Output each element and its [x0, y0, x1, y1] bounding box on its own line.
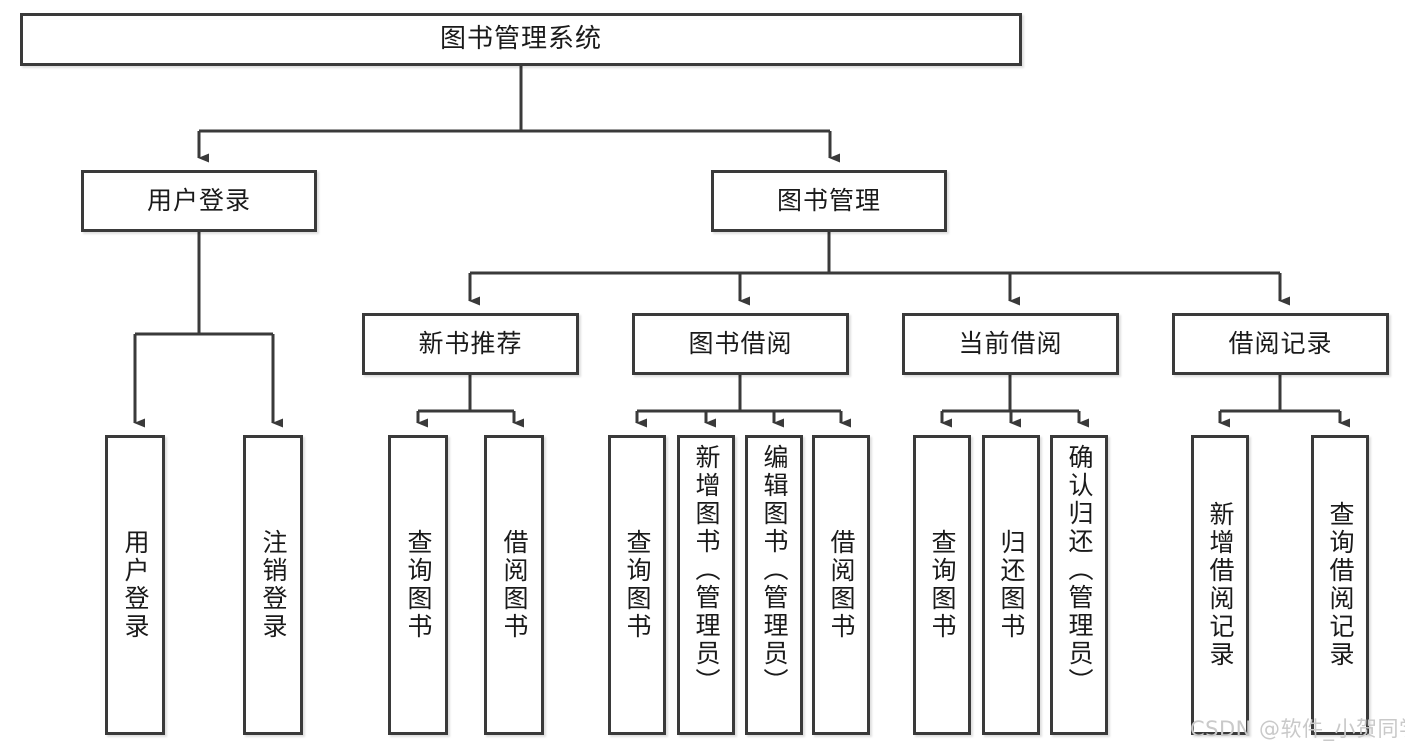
- leaf-query-book-borrow[interactable]: 查询图书: [608, 435, 666, 735]
- leaf-label: 查询图书: [404, 529, 433, 641]
- leaf-label: 归还图书: [997, 529, 1026, 641]
- node-new-book-recommend-label: 新书推荐: [418, 329, 523, 359]
- leaf-label: 编辑图书（管理员）: [760, 444, 789, 696]
- leaf-borrow-book-recommend[interactable]: 借阅图书: [484, 435, 544, 735]
- node-book-borrow[interactable]: 图书借阅: [632, 313, 849, 375]
- node-user-login[interactable]: 用户登录: [81, 170, 317, 232]
- leaf-query-borrow-record[interactable]: 查询借阅记录: [1311, 435, 1369, 735]
- node-book-management-label: 图书管理: [776, 186, 881, 216]
- leaf-query-book-recommend[interactable]: 查询图书: [388, 435, 448, 735]
- leaf-user-login[interactable]: 用户登录: [105, 435, 165, 735]
- leaf-edit-book-admin[interactable]: 编辑图书（管理员）: [745, 435, 803, 735]
- leaf-confirm-return-admin[interactable]: 确认归还（管理员）: [1050, 435, 1108, 735]
- leaf-logout[interactable]: 注销登录: [243, 435, 303, 735]
- leaf-return-book[interactable]: 归还图书: [982, 435, 1040, 735]
- leaf-label: 新增借阅记录: [1206, 501, 1235, 669]
- node-borrow-records-label: 借阅记录: [1228, 329, 1333, 359]
- leaf-label: 借阅图书: [827, 529, 856, 641]
- leaf-label: 新增图书（管理员）: [692, 444, 721, 696]
- leaf-label: 注销登录: [259, 529, 288, 641]
- watermark: CSDN @软件_小贺同学: [1190, 717, 1405, 741]
- node-book-management[interactable]: 图书管理: [711, 170, 947, 232]
- leaf-add-borrow-record[interactable]: 新增借阅记录: [1191, 435, 1249, 735]
- node-borrow-records[interactable]: 借阅记录: [1172, 313, 1389, 375]
- leaf-label: 借阅图书: [500, 529, 529, 641]
- leaf-label: 查询借阅记录: [1326, 501, 1355, 669]
- node-current-borrow-label: 当前借阅: [958, 329, 1063, 359]
- node-current-borrow[interactable]: 当前借阅: [902, 313, 1119, 375]
- leaf-label: 查询图书: [928, 529, 957, 641]
- node-root[interactable]: 图书管理系统: [20, 13, 1022, 66]
- node-root-label: 图书管理系统: [439, 24, 602, 55]
- node-new-book-recommend[interactable]: 新书推荐: [362, 313, 579, 375]
- leaf-query-book-current[interactable]: 查询图书: [913, 435, 971, 735]
- leaf-borrow-book[interactable]: 借阅图书: [812, 435, 870, 735]
- node-user-login-label: 用户登录: [146, 186, 251, 216]
- node-book-borrow-label: 图书借阅: [688, 329, 793, 359]
- leaf-label: 用户登录: [121, 529, 150, 641]
- leaf-add-book-admin[interactable]: 新增图书（管理员）: [677, 435, 735, 735]
- leaf-label: 确认归还（管理员）: [1065, 444, 1094, 696]
- leaf-label: 查询图书: [623, 529, 652, 641]
